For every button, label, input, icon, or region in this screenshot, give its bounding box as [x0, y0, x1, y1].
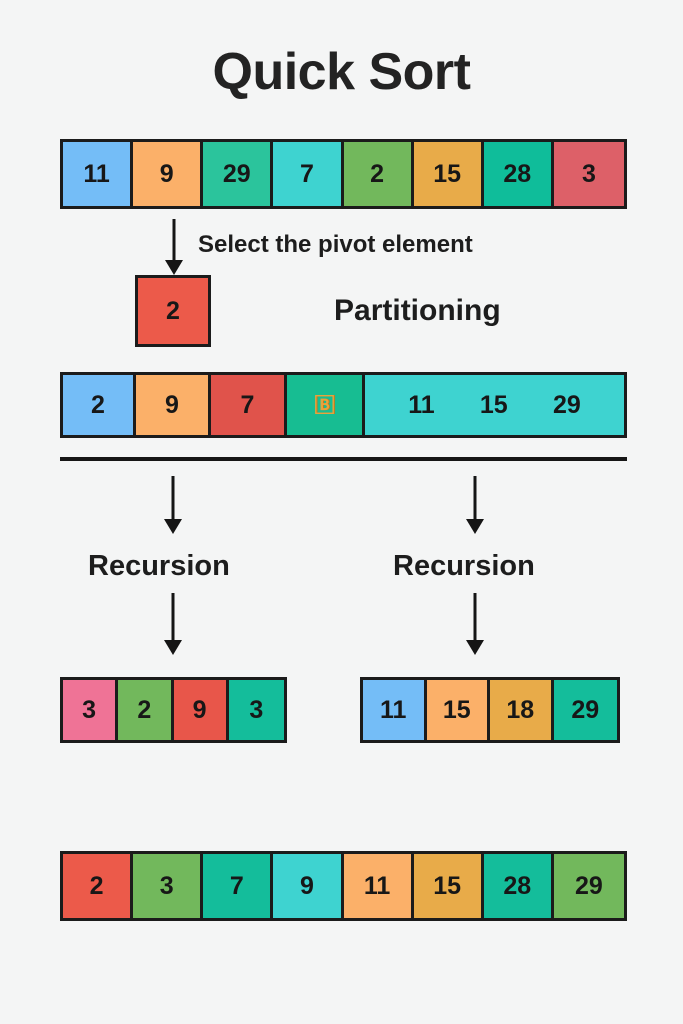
partitioning-label: Partitioning	[334, 294, 501, 327]
array-cell: 11	[63, 142, 134, 206]
array-cell-group: 11 15 29	[365, 375, 624, 435]
array-cell: 15	[426, 680, 490, 740]
array-cell: 7	[273, 142, 344, 206]
array-cell: 28	[483, 854, 554, 918]
left-subarray: 3 2 9 3	[60, 677, 287, 743]
array-cell: 2	[343, 142, 414, 206]
array-cell: 29	[203, 142, 274, 206]
array-cell: 9	[136, 375, 211, 435]
sorted-array: 2 3 7 9 11 15 28 29	[60, 851, 627, 921]
arrow-down-right-lower	[466, 593, 484, 655]
array-cell: 29	[553, 854, 624, 918]
array-value: 11	[408, 390, 435, 419]
arrow-shaft	[171, 476, 175, 521]
array-value: 29	[552, 390, 581, 419]
recursion-label-left: Recursion	[88, 550, 230, 582]
array-cell: 9	[173, 680, 229, 740]
arrow-head	[165, 260, 183, 275]
initial-array: 11 9 29 7 2 15 28 3	[60, 139, 627, 209]
arrow-head	[164, 519, 182, 534]
select-pivot-label: Select the pivot element	[198, 231, 473, 258]
array-cell: 7	[203, 854, 274, 918]
arrow-down-to-pivot	[165, 219, 183, 275]
array-cell-glyph: 🄱	[287, 375, 365, 435]
array-cell: 9	[133, 142, 204, 206]
arrow-shaft	[171, 593, 175, 641]
array-cell: 3	[553, 142, 624, 206]
array-cell: 9	[273, 854, 344, 918]
arrow-shaft	[473, 593, 477, 641]
array-cell: 11	[343, 854, 414, 918]
arrow-head	[466, 519, 484, 534]
array-cell: 3	[63, 680, 119, 740]
array-cell: 29	[553, 680, 617, 740]
array-cell: 15	[413, 142, 484, 206]
pivot-cell: 2	[138, 278, 208, 344]
array-cell: 2	[63, 375, 136, 435]
array-cell: 15	[413, 854, 484, 918]
array-cell: 28	[483, 142, 554, 206]
arrow-down-right-upper	[466, 476, 484, 534]
right-subarray: 11 15 18 29	[360, 677, 620, 743]
array-cell: 7	[211, 375, 287, 435]
pivot-element-box: 2	[135, 275, 211, 347]
section-divider	[60, 457, 627, 461]
array-value: 15	[479, 390, 508, 419]
recursion-label-right: Recursion	[393, 550, 535, 582]
arrow-head	[164, 640, 182, 655]
arrow-down-left-upper	[164, 476, 182, 534]
arrow-shaft	[172, 219, 176, 261]
array-cell: 18	[490, 680, 554, 740]
array-cell: 2	[63, 854, 134, 918]
arrow-down-left-lower	[164, 593, 182, 655]
arrow-shaft	[473, 476, 477, 521]
array-cell: 11	[363, 680, 427, 740]
array-cell: 3	[133, 854, 204, 918]
array-cell: 3	[228, 680, 284, 740]
array-cell: 2	[118, 680, 174, 740]
arrow-head	[466, 640, 484, 655]
partitioned-array: 2 9 7 🄱 11 15 29	[60, 372, 627, 438]
page-title: Quick Sort	[212, 43, 471, 101]
